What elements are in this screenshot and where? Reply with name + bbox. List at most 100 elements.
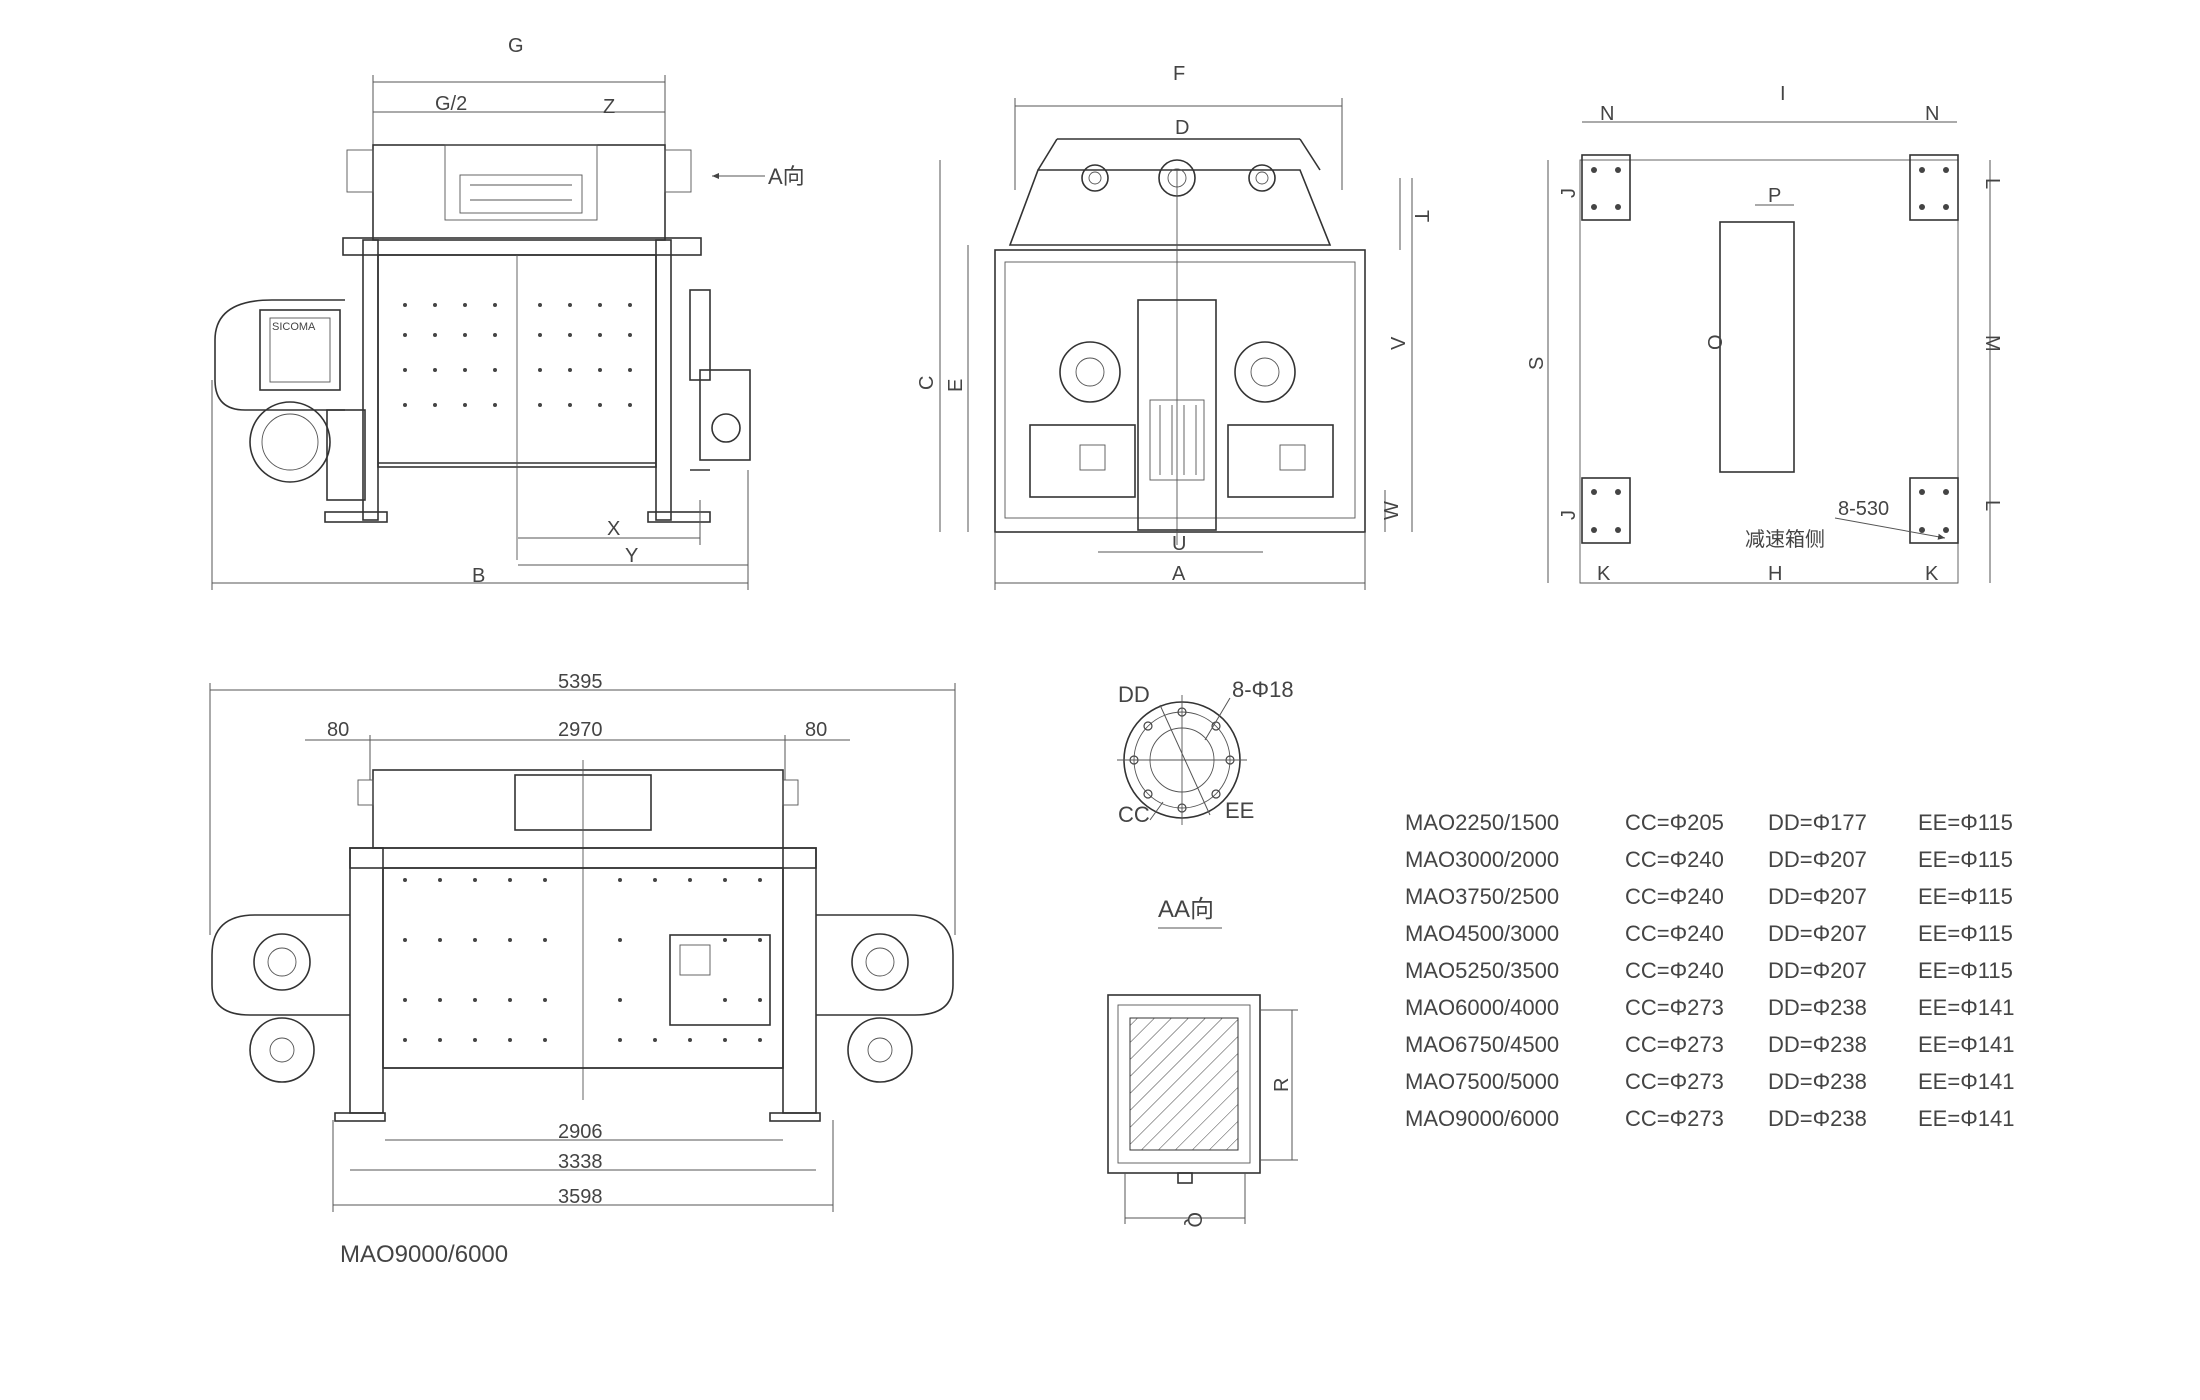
table-row: MAO6000/4000 CC=Φ273 DD=Φ238 EE=Φ141 — [1405, 995, 2014, 1020]
cc-cell: CC=Φ273 — [1625, 1106, 1724, 1131]
dim-K-right: K — [1925, 563, 1939, 585]
spec-table: MAO2250/1500 CC=Φ205 DD=Φ177 EE=Φ115 MAO… — [1405, 810, 2014, 1131]
dim-K-left: K — [1597, 563, 1611, 585]
table-row: MAO3000/2000 CC=Φ240 DD=Φ207 EE=Φ115 — [1405, 847, 2013, 872]
dim-L-bottom: L — [1981, 500, 2003, 511]
dim-L-top: L — [1981, 178, 2003, 189]
dim-3598: 3598 — [558, 1186, 603, 1208]
dim-G: G — [508, 35, 524, 57]
ee-cell: EE=Φ141 — [1918, 995, 2014, 1020]
dim-J-bottom: J — [1558, 510, 1580, 520]
dim-Q: Q — [1183, 1212, 1205, 1228]
model-cell: MAO6750/4500 — [1405, 1032, 1559, 1057]
dim-C: C — [916, 376, 938, 390]
dim-A: A — [1172, 563, 1186, 585]
model-cell: MAO9000/6000 — [1405, 1106, 1559, 1131]
model-cell: MAO3000/2000 — [1405, 847, 1559, 872]
dim-G-half: G/2 — [435, 93, 467, 115]
dim-W: W — [1381, 501, 1403, 520]
bottom-view: 5395 80 2970 80 — [209, 671, 956, 1268]
dd-cell: DD=Φ238 — [1768, 1032, 1867, 1057]
cc-cell: CC=Φ240 — [1625, 921, 1724, 946]
dim-80-left: 80 — [327, 719, 349, 741]
model-cell: MAO3750/2500 — [1405, 884, 1559, 909]
dd-cell: DD=Φ207 — [1768, 958, 1867, 983]
table-row: MAO9000/6000 CC=Φ273 DD=Φ238 EE=Φ141 — [1405, 1106, 2014, 1131]
model-cell: MAO7500/5000 — [1405, 1069, 1559, 1094]
dim-O: O — [1705, 334, 1727, 350]
dim-Z: Z — [603, 96, 615, 118]
model-cell: MAO6000/4000 — [1405, 995, 1559, 1020]
dim-H: H — [1768, 563, 1782, 585]
brand-label: SICOMA — [272, 321, 316, 333]
model-cell: MAO2250/1500 — [1405, 810, 1559, 835]
ee-cell: EE=Φ115 — [1918, 958, 2013, 983]
dd-cell: DD=Φ207 — [1768, 884, 1867, 909]
cc-cell: CC=Φ240 — [1625, 884, 1724, 909]
table-row: MAO5250/3500 CC=Φ240 DD=Φ207 EE=Φ115 — [1405, 958, 2013, 983]
side-view: F D C E T V W — [916, 63, 1432, 590]
cc-cell: CC=Φ205 — [1625, 810, 1724, 835]
dim-X: X — [607, 518, 620, 540]
dim-Y: Y — [625, 545, 638, 567]
dim-J-top: J — [1558, 188, 1580, 198]
dim-V: V — [1388, 336, 1410, 350]
front-view: G G/2 Z A向 SICOMA — [211, 35, 805, 590]
dim-R: R — [1271, 1078, 1293, 1092]
label-A-direction: A向 — [768, 164, 805, 189]
hole-spec: 8-530 — [1838, 498, 1889, 520]
dim-2970: 2970 — [558, 719, 603, 741]
ee-cell: EE=Φ115 — [1918, 810, 2013, 835]
dd-cell: DD=Φ238 — [1768, 995, 1867, 1020]
cc-cell: CC=Φ240 — [1625, 958, 1724, 983]
dim-S: S — [1526, 357, 1548, 370]
cc-cell: CC=Φ240 — [1625, 847, 1724, 872]
dim-F: F — [1173, 63, 1185, 85]
table-row: MAO6750/4500 CC=Φ273 DD=Φ238 EE=Φ141 — [1405, 1032, 2014, 1057]
ee-cell: EE=Φ115 — [1918, 884, 2013, 909]
front-rivet-grid — [403, 303, 632, 407]
dim-N-right: N — [1925, 103, 1939, 125]
ee-cell: EE=Φ115 — [1918, 847, 2013, 872]
cc-cell: CC=Φ273 — [1625, 1032, 1724, 1057]
ee-cell: EE=Φ141 — [1918, 1069, 2014, 1094]
table-row: MAO2250/1500 CC=Φ205 DD=Φ177 EE=Φ115 — [1405, 810, 2013, 835]
bottom-rivet-grid — [403, 878, 762, 1042]
plan-view: I N N P O S J J L M L 8-530 减速箱侧 — [1526, 83, 2003, 585]
model-cell: MAO5250/3500 — [1405, 958, 1559, 983]
flange-DD: DD — [1118, 682, 1150, 707]
dim-5395: 5395 — [558, 671, 603, 693]
dim-P: P — [1768, 185, 1781, 207]
cc-cell: CC=Φ273 — [1625, 995, 1724, 1020]
flange-EE: EE — [1225, 798, 1254, 823]
dim-I: I — [1780, 83, 1786, 105]
ee-cell: EE=Φ115 — [1918, 921, 2013, 946]
cc-cell: CC=Φ273 — [1625, 1069, 1724, 1094]
gearbox-side-label: 减速箱侧 — [1745, 528, 1825, 551]
dim-80-right: 80 — [805, 719, 827, 741]
model-cell: MAO4500/3000 — [1405, 921, 1559, 946]
table-row: MAO3750/2500 CC=Φ240 DD=Φ207 EE=Φ115 — [1405, 884, 2013, 909]
dim-E: E — [945, 379, 967, 392]
dd-cell: DD=Φ238 — [1768, 1069, 1867, 1094]
dim-2906: 2906 — [558, 1121, 603, 1143]
dim-M: M — [1981, 335, 2003, 352]
table-row: MAO7500/5000 CC=Φ273 DD=Φ238 EE=Φ141 — [1405, 1069, 2014, 1094]
ee-cell: EE=Φ141 — [1918, 1106, 2014, 1131]
dim-N-left: N — [1600, 103, 1614, 125]
model-label: MAO9000/6000 — [340, 1241, 508, 1268]
ee-cell: EE=Φ141 — [1918, 1032, 2014, 1057]
dd-cell: DD=Φ207 — [1768, 921, 1867, 946]
dim-3338: 3338 — [558, 1151, 603, 1173]
dd-cell: DD=Φ238 — [1768, 1106, 1867, 1131]
dim-T: T — [1410, 210, 1432, 222]
aa-view: AA向 R Q — [1107, 896, 1298, 1228]
dd-cell: DD=Φ207 — [1768, 847, 1867, 872]
flange-detail: DD 8-Φ18 CC EE — [1117, 677, 1294, 827]
dd-cell: DD=Φ177 — [1768, 810, 1867, 835]
aa-view-title: AA向 — [1158, 896, 1214, 923]
dim-D: D — [1175, 117, 1189, 139]
table-row: MAO4500/3000 CC=Φ240 DD=Φ207 EE=Φ115 — [1405, 921, 2013, 946]
dim-B: B — [472, 565, 485, 587]
